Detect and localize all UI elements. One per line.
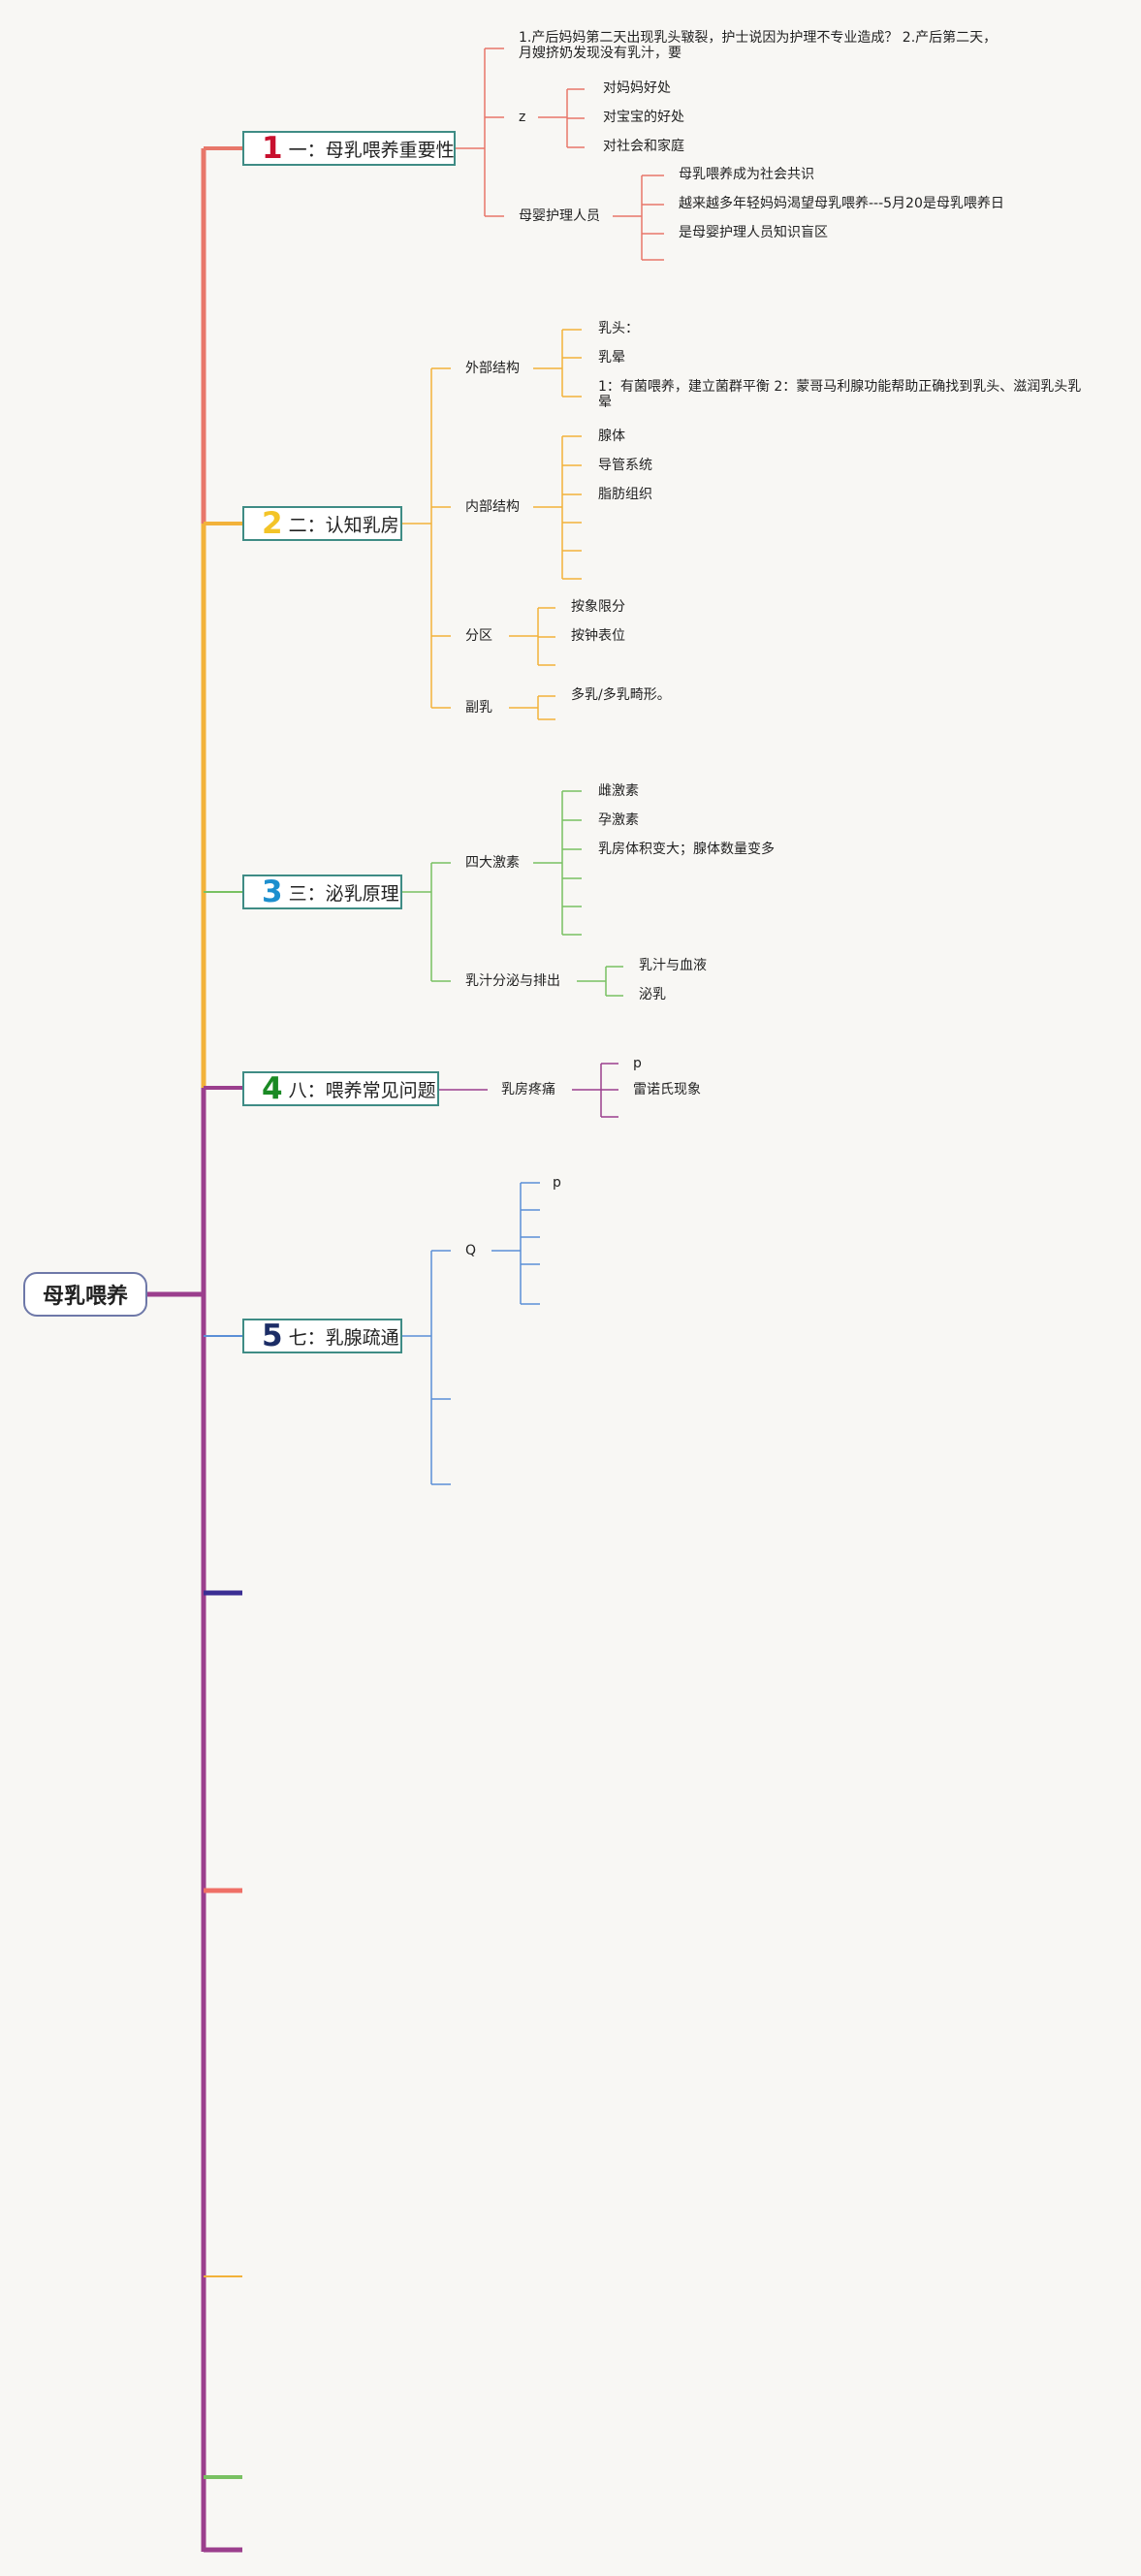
topic-2-number: 2 xyxy=(262,505,283,541)
pain-item-2[interactable]: 雷诺氏现象 xyxy=(633,1082,701,1097)
sub-accessory-breast[interactable]: 副乳 xyxy=(465,700,492,716)
topic-1-sub-z[interactable]: z xyxy=(519,110,526,125)
sub-breast-pain[interactable]: 乳房疼痛 xyxy=(501,1082,555,1097)
sub-four-hormones[interactable]: 四大激素 xyxy=(465,855,520,871)
sub-q[interactable]: Q xyxy=(465,1243,477,1258)
topic-3-label: 三：泌乳原理 xyxy=(288,882,399,905)
internal-item-1[interactable]: 腺体 xyxy=(598,429,625,444)
hormone-item-2[interactable]: 孕激素 xyxy=(598,812,639,828)
topic-5[interactable]: 5 七：乳腺疏通 xyxy=(242,1319,402,1353)
zones-item-1[interactable]: 按象限分 xyxy=(571,599,625,615)
accessory-item-1[interactable]: 多乳/多乳畸形。 xyxy=(571,687,671,703)
root-topic[interactable]: 母乳喂养 xyxy=(23,1272,147,1317)
topic-3-number: 3 xyxy=(262,874,283,909)
hormone-item-1[interactable]: 雌激素 xyxy=(598,783,639,799)
sub-zones[interactable]: 分区 xyxy=(465,628,492,644)
root-label: 母乳喂养 xyxy=(42,1285,128,1309)
z-item-1[interactable]: 对妈妈好处 xyxy=(603,80,671,96)
zones-item-2[interactable]: 按钟表位 xyxy=(571,628,625,644)
topic-5-label: 七：乳腺疏通 xyxy=(288,1326,399,1349)
topic-1-sub-caregivers[interactable]: 母婴护理人员 xyxy=(519,208,600,224)
caregiver-item-2[interactable]: 越来越多年轻妈妈渴望母乳喂养---5月20是母乳喂养日 xyxy=(679,196,1004,211)
q-item-1[interactable]: p xyxy=(553,1175,561,1191)
internal-item-2[interactable]: 导管系统 xyxy=(598,458,652,473)
sub-external-structure[interactable]: 外部结构 xyxy=(465,361,520,376)
sub-internal-structure[interactable]: 内部结构 xyxy=(465,499,520,515)
topic-1[interactable]: 1 一：母乳喂养重要性 xyxy=(242,131,456,166)
hormone-item-3[interactable]: 乳房体积变大；腺体数量变多 xyxy=(598,842,775,857)
external-item-2[interactable]: 乳晕 xyxy=(598,350,625,366)
topic-1-label: 一：母乳喂养重要性 xyxy=(288,139,455,161)
topic-2[interactable]: 2 二：认知乳房 xyxy=(242,506,402,541)
caregiver-item-1[interactable]: 母乳喂养成为社会共识 xyxy=(679,167,814,182)
topic-5-number: 5 xyxy=(262,1318,283,1353)
secretion-item-1[interactable]: 乳汁与血液 xyxy=(639,958,707,973)
secretion-item-2[interactable]: 泌乳 xyxy=(639,987,666,1002)
topic-3[interactable]: 3 三：泌乳原理 xyxy=(242,875,402,909)
topic-4[interactable]: 4 八：喂养常见问题 xyxy=(242,1071,439,1106)
z-item-2[interactable]: 对宝宝的好处 xyxy=(603,110,684,125)
caregiver-item-3[interactable]: 是母婴护理人员知识盲区 xyxy=(679,225,828,240)
internal-item-3[interactable]: 脂肪组织 xyxy=(598,487,652,502)
pain-item-1[interactable]: p xyxy=(633,1056,642,1071)
external-item-1[interactable]: 乳头： xyxy=(598,321,639,336)
topic-4-label: 八：喂养常见问题 xyxy=(288,1079,436,1101)
topic-1-note[interactable]: 1.产后妈妈第二天出现乳头皲裂，护士说因为护理不专业造成？ 2.产后第二天，月嫂… xyxy=(519,30,998,61)
topic-4-number: 4 xyxy=(262,1070,283,1106)
topic-2-label: 二：认知乳房 xyxy=(288,514,399,536)
external-item-3[interactable]: 1：有菌喂养，建立菌群平衡 2：蒙哥马利腺功能帮助正确找到乳头、滋润乳头乳晕 xyxy=(598,379,1082,410)
sub-milk-secretion[interactable]: 乳汁分泌与排出 xyxy=(465,973,560,989)
z-item-3[interactable]: 对社会和家庭 xyxy=(603,139,684,154)
topic-1-number: 1 xyxy=(262,130,283,166)
